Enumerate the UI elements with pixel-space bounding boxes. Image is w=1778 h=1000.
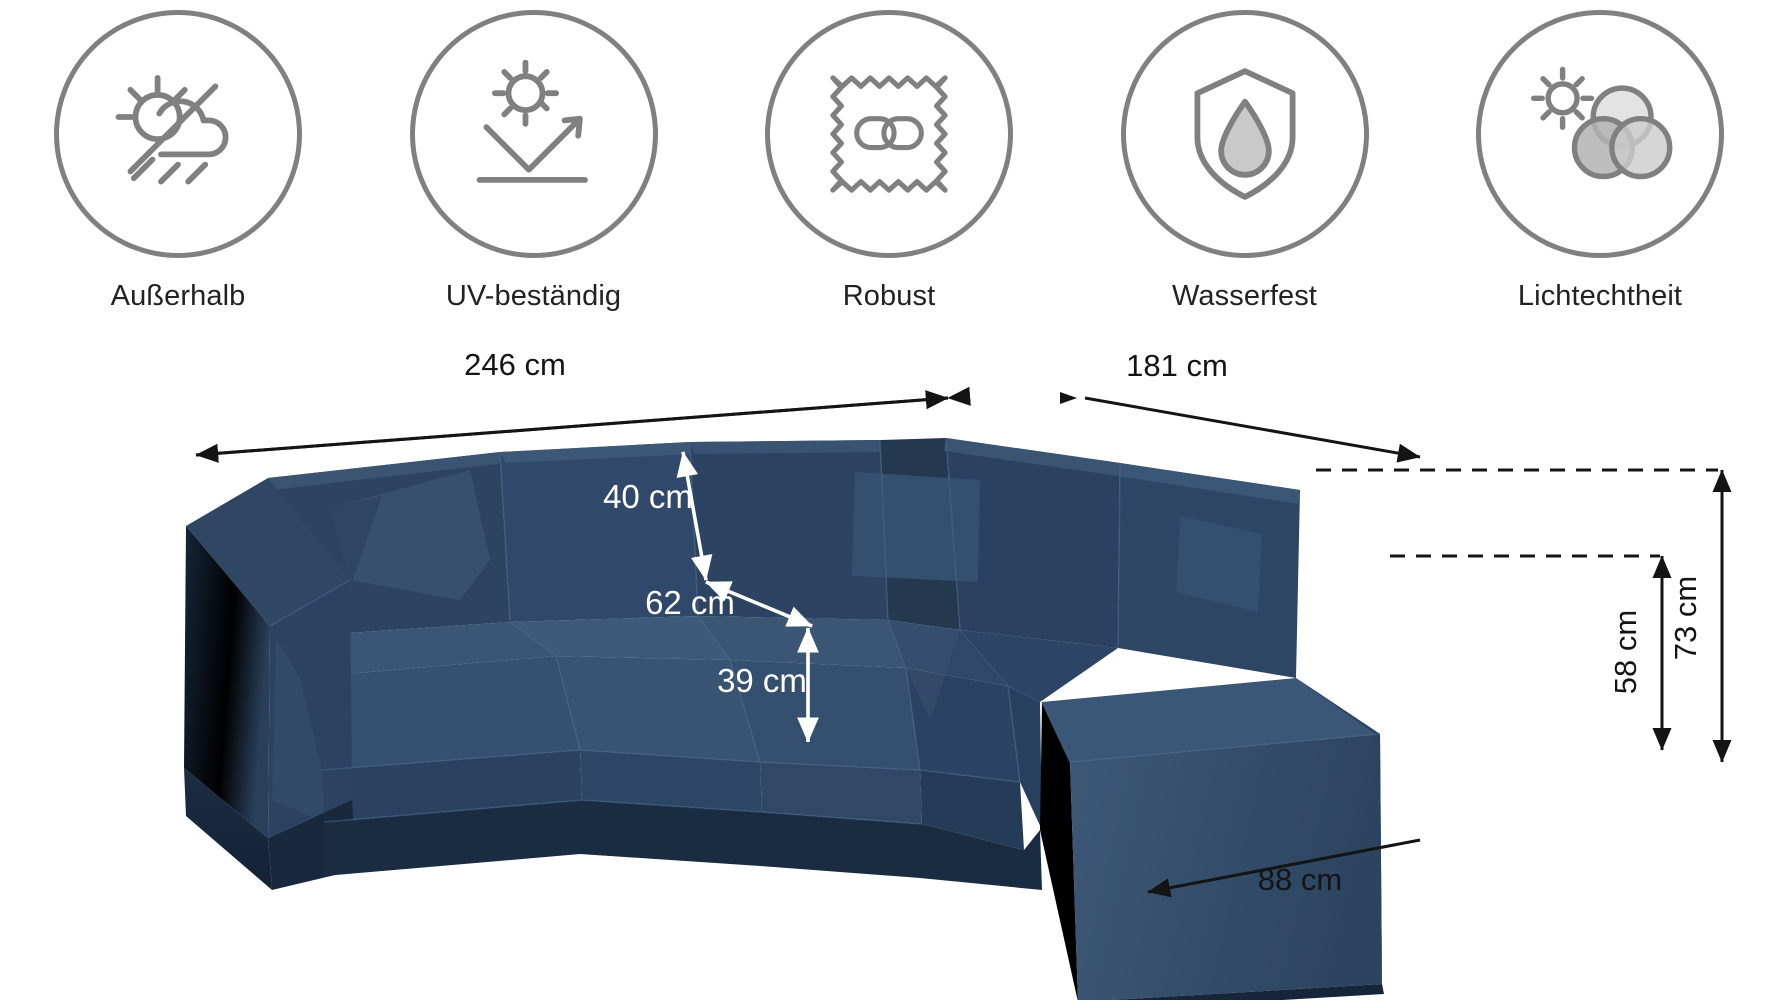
backrest-top-right-2 [1118,463,1300,504]
shield-water-drop-icon [1194,68,1295,200]
seat-cushion-3-top [730,660,920,770]
seat-cushion-corner-top [906,668,1020,782]
feature-ring [765,10,1013,258]
dimension-label-73: 73 cm [1668,576,1703,660]
seat-cushion-corner [888,620,1008,686]
backrest-top-3 [690,440,884,454]
seat-front-corner [920,770,1024,850]
backrest-panel-3 [690,440,888,620]
seat-cushion-right-front [1008,686,1042,830]
feature-item-uv-bestaendig: UV-beständig [384,0,684,313]
backrest-panel-2 [500,442,698,622]
dimension-label-246: 246 cm [464,347,566,382]
dimension-label-39: 39 cm [717,662,807,699]
base-left [184,768,272,890]
armrest-right-front [1040,702,1078,1000]
sofa-dimension-diagram: 246 cm 181 cm 40 cm 62 cm 39 cm [0,330,1778,1000]
base-seat-row [324,800,1042,890]
seat-cushion-2-top [556,656,760,762]
dimension-seat-depth: 62 cm [645,580,813,628]
sun-cloud-rain-no-icon [115,75,229,185]
feature-item-robust: Robust [739,0,1039,313]
feature-item-lichtechtheit: Lichtechtheit [1450,0,1750,313]
feature-ring [1120,10,1369,258]
armrest-left-front [184,526,270,838]
feature-label: Lichtechtheit [1517,280,1683,312]
backrest-panel-right-1 [946,438,1120,648]
dimension-seat-height: 39 cm [717,627,819,743]
throw-pillow-corner [852,472,980,582]
seat-front-3 [760,762,922,824]
feature-ring [1476,10,1724,258]
dimension-depth: 88 cm [1147,838,1421,898]
feature-badge-strip: Außerhalb UV [0,0,1778,330]
feature-label: Wasserfest [1172,280,1317,312]
dimension-width-right: 181 cm [1060,348,1421,463]
sun-color-circles-icon [1530,66,1673,180]
dimension-label-62: 62 cm [645,584,735,621]
armrest-left-inner [272,638,324,822]
seat-cushion-1-top [300,656,580,770]
feature-label: UV-beständig [445,280,622,312]
feature-label: Robust [842,280,936,312]
dimension-armrest-height: 58 cm [1390,554,1672,751]
sofa-seams [269,437,1381,825]
feature-ring [54,10,302,258]
dimension-label-181: 181 cm [1126,348,1228,383]
arrowhead-left-181 [1060,392,1077,404]
dimension-backrest-height: 40 cm [603,451,713,581]
seat-front-1 [322,750,582,822]
uv-reflect-arrow-icon [476,59,588,183]
throw-pillow-right [1176,516,1262,612]
base-right [1111,984,1384,1000]
feature-label: Außerhalb [110,280,246,312]
armrest-right-face [1070,734,1382,1000]
fabric-swatch-chain-link-icon [830,75,948,193]
armrest-left-top [186,478,350,626]
sofa-diagram-svg: 246 cm 181 cm 40 cm 62 cm 39 cm [184,347,1732,1000]
dimension-label-88: 88 cm [1258,862,1342,897]
dimension-total-height: 73 cm [1316,468,1732,763]
feature-ring [409,10,658,258]
seat-front-2 [580,750,762,812]
throw-pillow-left-fold [330,496,382,582]
dimension-width-left: 246 cm [195,347,971,463]
feature-item-ausserhalb: Außerhalb [28,0,328,313]
backrest-top-right-1 [944,438,1120,476]
feature-item-wasserfest: Wasserfest [1095,0,1395,313]
seat-cushion-right [960,630,1118,702]
seat-cushion-2 [510,616,730,660]
sofa-illustration [184,437,1384,1000]
dimension-label-40: 40 cm [603,478,693,515]
dimension-label-58: 58 cm [1608,610,1643,694]
